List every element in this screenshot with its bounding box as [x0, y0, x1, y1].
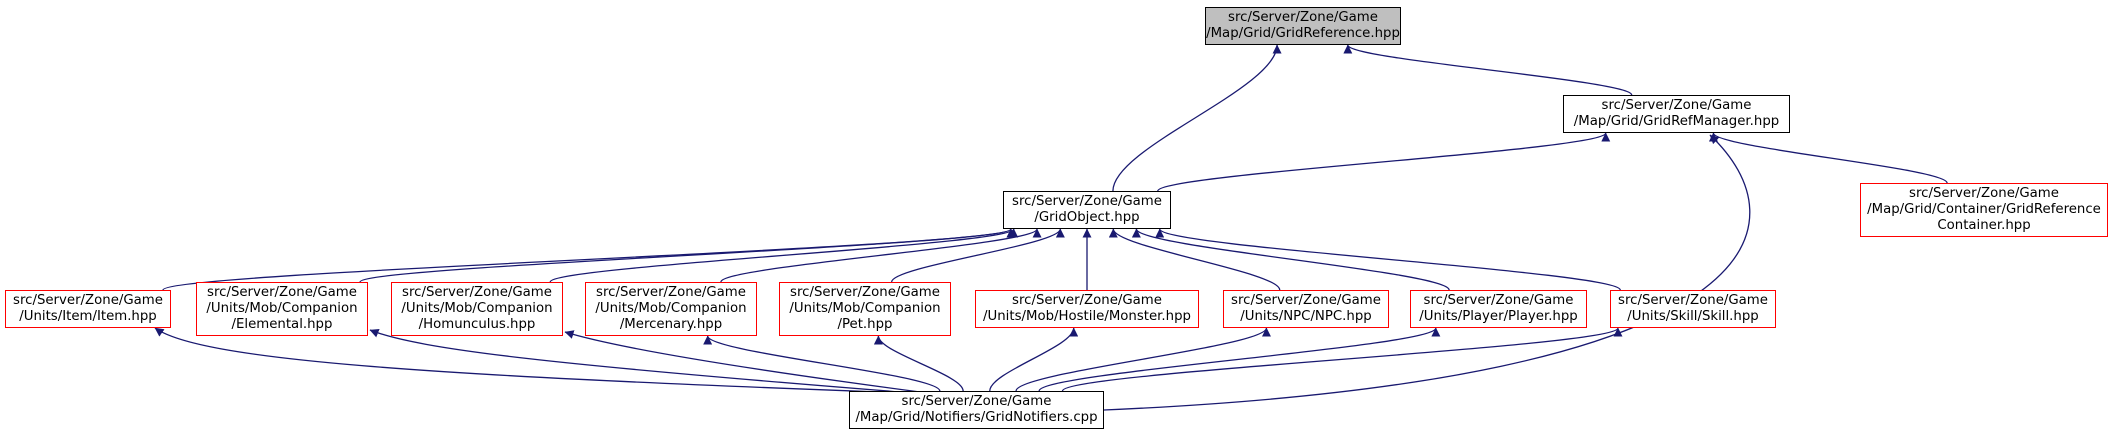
node-monster[interactable]: src/Server/Zone/Game/Units/Mob/Hostile/M…: [975, 290, 1199, 328]
node-player[interactable]: src/Server/Zone/Game/Units/Player/Player…: [1410, 290, 1587, 328]
edge-grid-notifiers-to-item: [154, 327, 881, 393]
edge-mercenary-to-grid-object: [720, 228, 1042, 283]
node-label-line: /Mercenary.hpp: [619, 317, 723, 332]
node-label-line: src/Server/Zone/Game: [1909, 186, 2059, 201]
edge-grid-notifiers-to-monster: [989, 327, 1079, 392]
node-label-line: src/Server/Zone/Game: [1601, 98, 1752, 113]
edge-grid-ref-manager-to-grid-reference: [1343, 44, 1633, 96]
node-label-line: src/Server/Zone/Game: [1423, 293, 1574, 308]
node-label-line: src/Server/Zone/Game: [1618, 293, 1768, 308]
node-grid-reference[interactable]: src/Server/Zone/Game/Map/Grid/GridRefere…: [1205, 7, 1401, 45]
edge-grid-notifiers-to-skill: [1061, 327, 1623, 392]
edge-grid-notifiers-to-homunculus: [564, 330, 921, 393]
node-label-line: /Units/Skill/Skill.hpp: [1627, 309, 1759, 324]
node-label-line: src/Server/Zone/Game: [402, 285, 552, 300]
edge-grid-notifiers-to-grid-ref-manager: [1103, 134, 1751, 411]
node-item[interactable]: src/Server/Zone/Game/Units/Item/Item.hpp: [5, 290, 171, 328]
node-label-line: src/Server/Zone/Game: [207, 285, 357, 300]
node-label-line: /Pet.hpp: [837, 317, 893, 332]
node-label-line: /Units/NPC/NPC.hpp: [1240, 309, 1372, 324]
node-homunculus[interactable]: src/Server/Zone/Game/Units/Mob/Companion…: [391, 282, 563, 336]
node-label-line: /Homunculus.hpp: [418, 317, 536, 332]
node-label-line: src/Server/Zone/Game: [1231, 293, 1381, 308]
edge-elemental-to-grid-object: [359, 228, 1016, 283]
edge-grid-notifiers-to-pet: [873, 335, 964, 392]
node-label-line: src/Server/Zone/Game: [901, 394, 1052, 409]
node-label-line: src/Server/Zone/Game: [1012, 293, 1162, 308]
node-npc[interactable]: src/Server/Zone/Game/Units/NPC/NPC.hpp: [1223, 290, 1389, 328]
edge-item-to-grid-object: [162, 228, 1016, 291]
node-label-line: /Map/Grid/Container/GridReference: [1867, 202, 2101, 217]
edge-grid-object-to-grid-ref-manager: [1157, 132, 1611, 192]
node-pet[interactable]: src/Server/Zone/Game/Units/Mob/Companion…: [779, 282, 951, 336]
node-label-line: /GridObject.hpp: [1034, 210, 1140, 225]
node-label-line: /Map/Grid/GridReference.hpp: [1206, 26, 1400, 41]
node-label-line: /Elemental.hpp: [231, 317, 333, 332]
edge-grid-object-to-grid-reference: [1112, 44, 1282, 192]
node-label-line: /Units/Mob/Hostile/Monster.hpp: [983, 309, 1191, 324]
node-grid-reference-container[interactable]: src/Server/Zone/Game/Map/Grid/Container/…: [1860, 183, 2108, 237]
node-label-line: /Units/Mob/Companion: [595, 301, 747, 316]
edge-npc-to-grid-object: [1108, 228, 1281, 291]
node-label-line: /Units/Mob/Companion: [206, 301, 358, 316]
edge-grid-notifiers-to-elemental: [369, 328, 901, 393]
node-label-line: src/Server/Zone/Game: [13, 293, 163, 308]
node-label-line: /Map/Grid/Notifiers/GridNotifiers.cpp: [855, 410, 1098, 425]
node-label-line: src/Server/Zone/Game: [596, 285, 746, 300]
node-label-line: /Units/Player/Player.hpp: [1419, 309, 1578, 324]
node-label-line: /Units/Mob/Companion: [789, 301, 941, 316]
edge-group: [154, 44, 1948, 411]
edge-grid-notifiers-to-mercenary: [703, 335, 941, 392]
node-elemental[interactable]: src/Server/Zone/Game/Units/Mob/Companion…: [196, 282, 368, 336]
edge-player-to-grid-object: [1132, 228, 1450, 291]
node-mercenary[interactable]: src/Server/Zone/Game/Units/Mob/Companion…: [585, 282, 757, 336]
edge-pet-to-grid-object: [890, 228, 1065, 283]
node-label-line: /Units/Item/Item.hpp: [19, 309, 157, 324]
node-label-line: src/Server/Zone/Game: [790, 285, 940, 300]
node-label-line: /Map/Grid/GridRefManager.hpp: [1573, 114, 1780, 129]
node-grid-notifiers[interactable]: src/Server/Zone/Game/Map/Grid/Notifiers/…: [849, 391, 1104, 429]
node-skill[interactable]: src/Server/Zone/Game/Units/Skill/Skill.h…: [1610, 290, 1776, 328]
node-label-line: src/Server/Zone/Game: [1012, 194, 1162, 209]
node-grid-ref-manager[interactable]: src/Server/Zone/Game/Map/Grid/GridRefMan…: [1563, 95, 1790, 133]
node-label-line: src/Server/Zone/Game: [1228, 10, 1378, 25]
node-label-line: Container.hpp: [1937, 218, 2031, 233]
node-label-line: /Units/Mob/Companion: [401, 301, 553, 316]
edge-grid-reference-container-to-grid-ref-manager: [1709, 132, 1948, 184]
node-grid-object[interactable]: src/Server/Zone/Game/GridObject.hpp: [1003, 191, 1171, 229]
edge-grid-notifiers-to-npc: [1015, 327, 1271, 392]
edge-grid-notifiers-to-player: [1038, 327, 1441, 392]
edge-skill-to-grid-object: [1155, 228, 1621, 291]
edge-homunculus-to-grid-object: [549, 228, 1019, 283]
